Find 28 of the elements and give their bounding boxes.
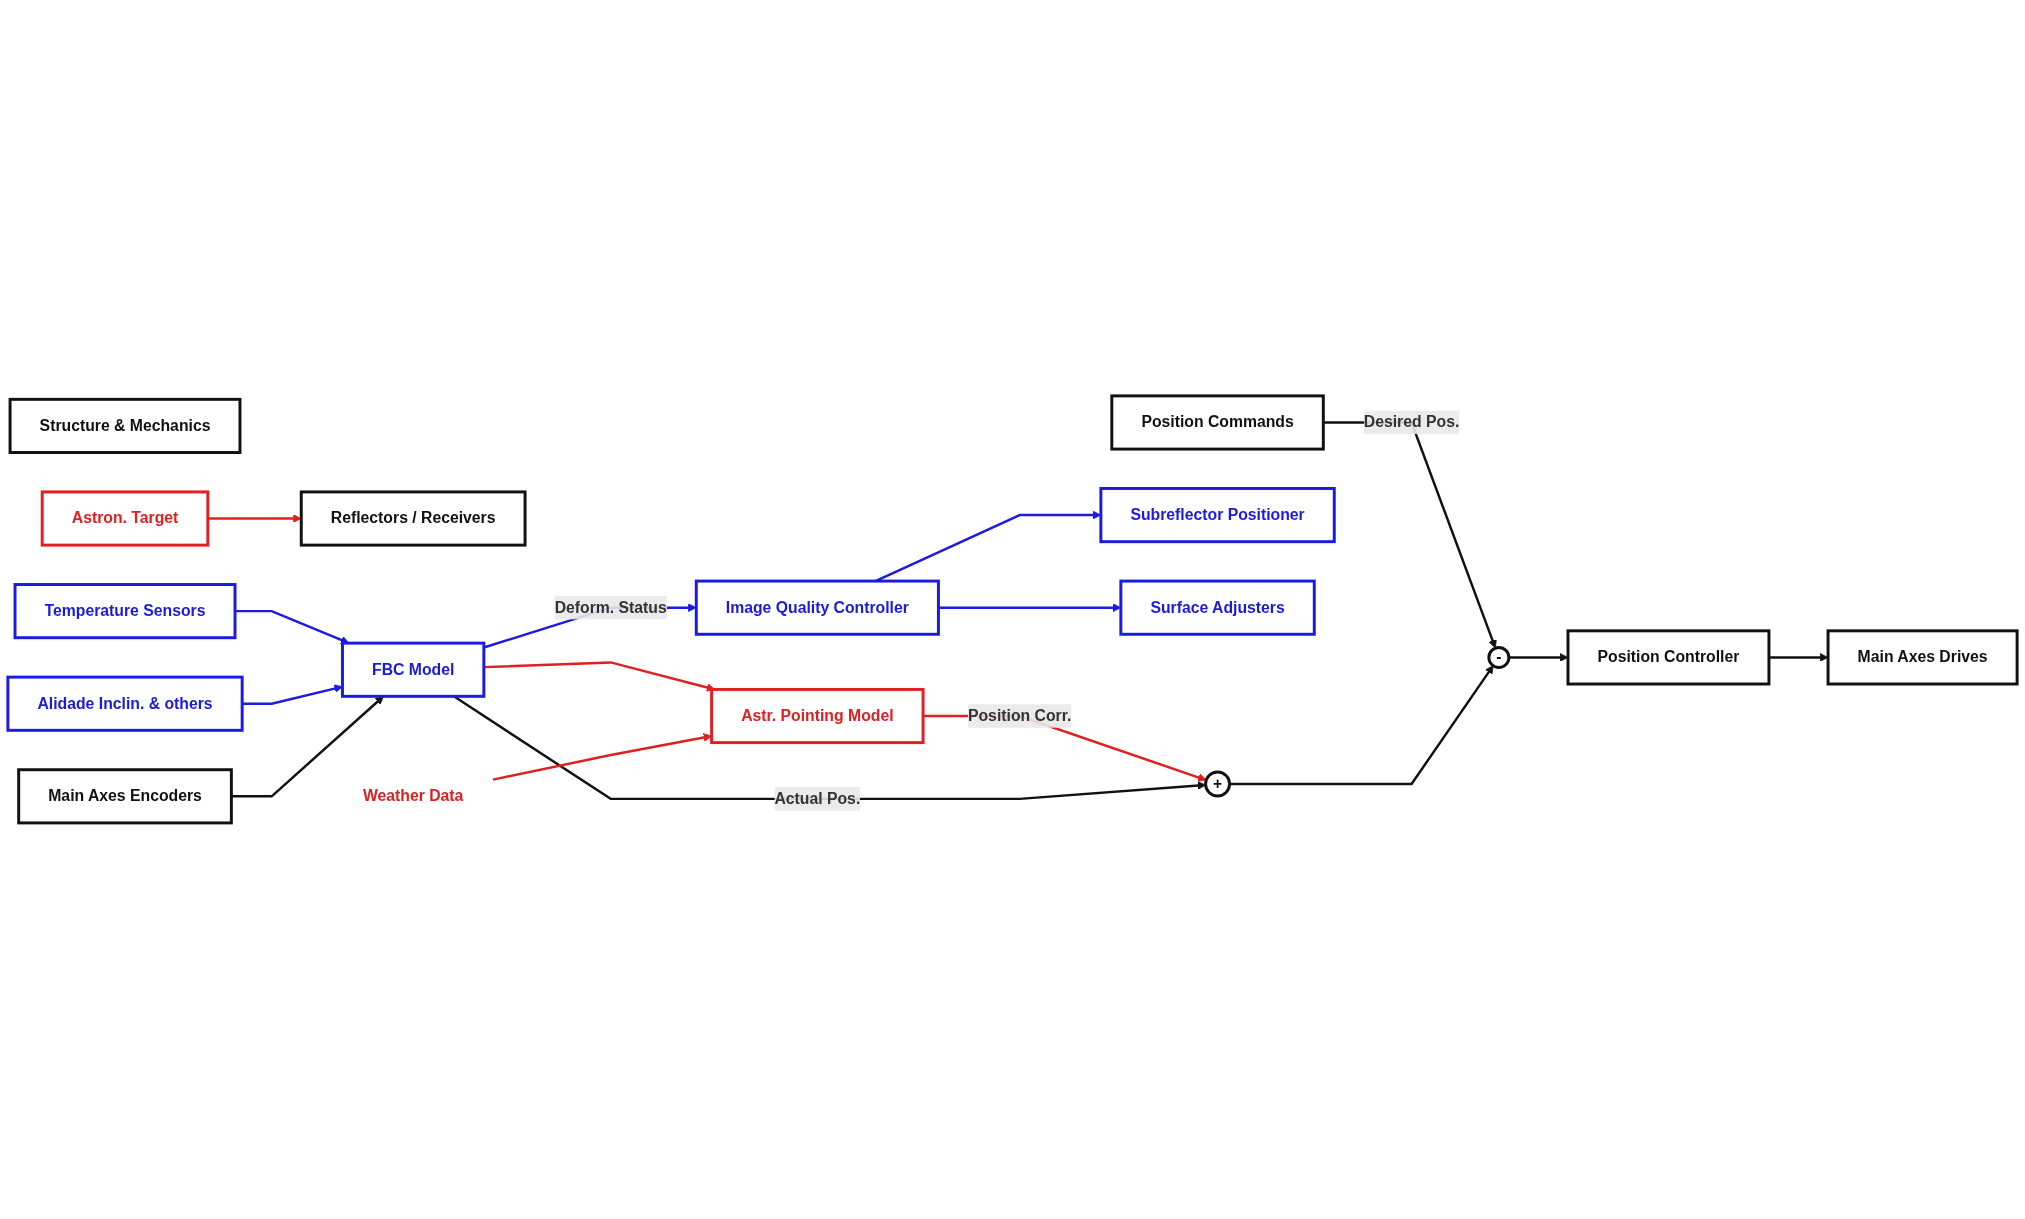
node-box: Main Axes Drives: [1826, 629, 2019, 686]
node-box: Alidade Inclin. & others: [6, 675, 244, 732]
node-box: Position Commands: [1110, 394, 1325, 451]
arrow: [207, 514, 302, 523]
node-box: Main Axes Encoders: [17, 768, 233, 825]
arrow: [235, 610, 350, 645]
arrow: [231, 696, 384, 798]
node-box: Subreflector Positioner: [1099, 487, 1336, 544]
arrow: [492, 733, 712, 781]
edge-label: Position Corr.: [967, 707, 1072, 725]
node-circle: +: [1204, 770, 1232, 798]
edge-label: Actual Pos.: [774, 790, 861, 807]
arrow: [242, 684, 343, 706]
node-box: Astron. Target: [40, 490, 210, 547]
node-text: Weather Data: [362, 787, 464, 805]
node-box: Structure & Mechanics: [8, 397, 242, 455]
arrow: [1768, 653, 1829, 662]
arrow: [1229, 665, 1494, 786]
node-box: Surface Adjusters: [1119, 579, 1316, 636]
node-box: Image Quality Controller: [694, 579, 940, 636]
node-box: FBC Model: [340, 641, 486, 698]
node-box: Reflectors / Receivers: [299, 490, 527, 547]
node-box: Position Controller: [1566, 629, 1771, 686]
edge-label: Deform. Status: [554, 598, 667, 616]
edge-label: Desired Pos.: [1363, 413, 1460, 431]
node-box: Temperature Sensors: [13, 583, 237, 640]
node-circle: -: [1487, 646, 1511, 669]
node-box: Astr. Pointing Model: [710, 688, 925, 745]
